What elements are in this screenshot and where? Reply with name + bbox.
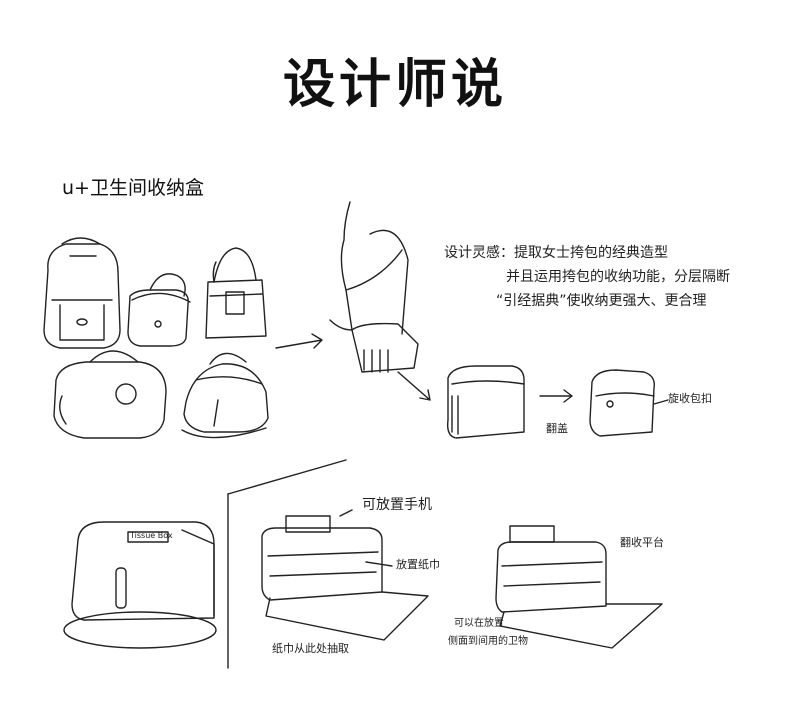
phone-annotation: 可放置手机	[362, 497, 432, 513]
divider-line	[227, 459, 347, 495]
flip-platform-annotation: 翻收平台	[620, 536, 664, 549]
usage-annotation-1: 可以在放置	[454, 618, 504, 629]
flip-box-sketch	[589, 369, 669, 437]
arrow-sketch	[539, 389, 573, 403]
tuck-annotation: 旋收包扣	[668, 392, 712, 405]
flip-annotation: 翻盖	[546, 422, 568, 435]
open-box-sketch-2	[495, 525, 663, 649]
closed-box-sketch	[446, 365, 525, 439]
inspiration-line-2: 并且运用挎包的收纳功能，分层隔断	[506, 269, 730, 285]
page-title: 设计师说	[282, 55, 507, 115]
backpack-sketch	[43, 237, 121, 349]
pull-annotation: 纸巾从此处抽取	[272, 642, 349, 655]
product-subtitle: u+卫生间收纳盒	[62, 177, 204, 199]
inspiration-line-3: “引经据典”使收纳更强大、更合理	[496, 293, 707, 309]
handbag-sketch	[205, 247, 267, 339]
tissue-box-render	[63, 521, 217, 649]
product-label: Tissue Box	[130, 531, 173, 540]
duffel-bag-sketch	[53, 350, 167, 439]
tissue-annotation: 放置纸巾	[396, 558, 440, 571]
dome-bag-sketch	[181, 352, 269, 439]
shoulder-bag-sketch	[127, 273, 191, 347]
usage-annotation-2: 侧面到间用的卫物	[448, 636, 528, 647]
arrow-sketch	[397, 371, 431, 401]
person-bag-sketch	[329, 201, 419, 373]
open-box-sketch-1	[261, 509, 429, 641]
inspiration-line-1: 设计灵感：提取女士挎包的经典造型	[444, 245, 668, 261]
arrow-sketch	[275, 333, 323, 349]
